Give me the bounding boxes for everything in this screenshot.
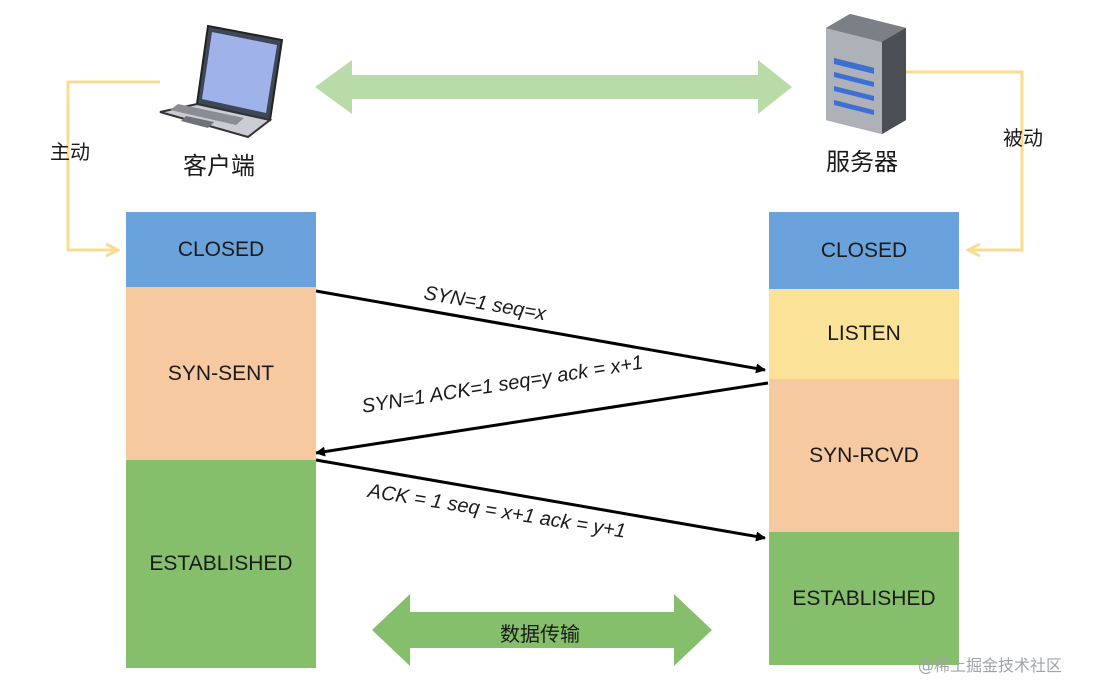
client-state-syn-sent: SYN-SENT bbox=[126, 287, 316, 460]
watermark: @稀土掘金技术社区 bbox=[918, 656, 1063, 675]
server-state-established: ESTABLISHED bbox=[769, 532, 959, 665]
active-label: 主动 bbox=[50, 140, 90, 164]
server-tower-icon bbox=[826, 14, 906, 134]
active-side-arrow bbox=[66, 80, 160, 250]
server-state-closed: CLOSED bbox=[769, 212, 959, 289]
connection-double-arrow bbox=[315, 60, 792, 114]
client-label: 客户端 bbox=[183, 152, 255, 180]
ack-arrow bbox=[315, 458, 766, 542]
syn-arrow bbox=[315, 289, 766, 374]
syn-ack-arrow bbox=[315, 381, 769, 457]
client-state-established: ESTABLISHED bbox=[126, 460, 316, 668]
passive-label: 被动 bbox=[1003, 126, 1043, 150]
server-state-syn-rcvd: SYN-RCVD bbox=[769, 379, 959, 532]
server-state-listen: LISTEN bbox=[769, 289, 959, 379]
server-label: 服务器 bbox=[826, 148, 898, 176]
data-transfer-arrow bbox=[372, 594, 712, 666]
data-transfer-label: 数据传输 bbox=[500, 622, 580, 646]
client-state-closed: CLOSED bbox=[126, 212, 316, 287]
laptop-icon bbox=[159, 24, 284, 139]
passive-side-arrow bbox=[905, 70, 1024, 250]
